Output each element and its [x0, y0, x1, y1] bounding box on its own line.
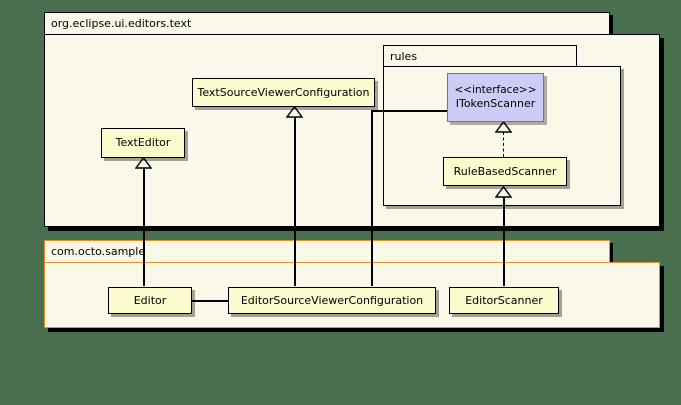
class-label-editor: Editor	[133, 293, 167, 307]
edge-editor-to-editorsvc	[192, 300, 228, 302]
class-box-editor-source-viewer-configuration[interactable]: EditorSourceViewerConfiguration	[228, 287, 436, 314]
class-box-text-source-viewer-configuration[interactable]: TextSourceViewerConfiguration	[192, 78, 375, 107]
class-label-editor-scanner: EditorScanner	[465, 293, 543, 307]
class-label-text-source-viewer-configuration: TextSourceViewerConfiguration	[197, 85, 370, 99]
edge-rulebasedscanner-to-itokenscanner	[503, 132, 504, 157]
class-label-editor-source-viewer-configuration: EditorSourceViewerConfiguration	[240, 293, 424, 307]
interface-box-itoken-scanner[interactable]: <<interface>> ITokenScanner	[447, 73, 544, 122]
edge-editorsvc-to-tsvc	[294, 117, 296, 286]
package-label-org-eclipse-ui-editors-text: org.eclipse.ui.editors.text	[51, 17, 192, 30]
edge-editor-to-text-editor	[143, 167, 145, 286]
edge-editorsvc-to-itokenscanner-vertical	[371, 110, 373, 286]
package-label-rules: rules	[390, 50, 418, 63]
class-label-text-editor: TextEditor	[115, 136, 171, 150]
package-label-com-octo-sample: com.octo.sample	[51, 245, 146, 258]
class-label-rule-based-scanner: RuleBasedScanner	[453, 164, 557, 178]
edge-editorsvc-to-itokenscanner-horizontal	[371, 110, 448, 112]
class-box-rule-based-scanner[interactable]: RuleBasedScanner	[443, 157, 567, 186]
interface-stereotype-itoken-scanner: <<interface>>	[454, 84, 537, 97]
class-box-editor-scanner[interactable]: EditorScanner	[449, 287, 559, 314]
class-box-text-editor[interactable]: TextEditor	[101, 128, 185, 158]
interface-label-itoken-scanner: ITokenScanner	[455, 97, 536, 111]
class-box-editor[interactable]: Editor	[108, 287, 192, 314]
edge-editorscanner-to-rulebasedscanner	[503, 197, 505, 286]
